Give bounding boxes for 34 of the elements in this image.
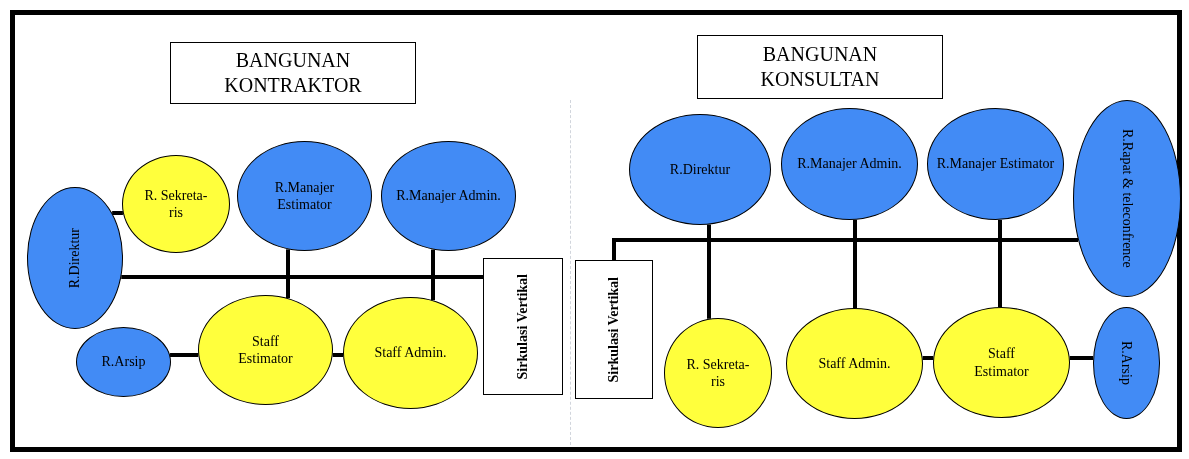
- room-label: R.Rapat & teleconfrence: [1118, 128, 1136, 270]
- room-label: Staff Admin.: [817, 354, 892, 373]
- room-label: Staff Estimator: [973, 345, 1030, 380]
- room-label: R.Arsip: [100, 353, 147, 371]
- room-label: R. Sekreta- ris: [143, 186, 209, 222]
- room-label: BANGUNAN KONSULTAN: [759, 42, 881, 92]
- connector-line: [998, 219, 1002, 307]
- room-label: Sirkulasi Vertikal: [514, 272, 532, 382]
- room-label: Sirkulasi Vertikal: [605, 275, 623, 385]
- connector-line: [121, 275, 483, 279]
- room-label: R.Manajer Admin.: [796, 155, 903, 173]
- room-label: BANGUNAN KONTRAKTOR: [223, 48, 363, 98]
- circulation-box: [575, 260, 653, 399]
- connector-line: [612, 238, 1079, 260]
- title-box: [697, 35, 943, 99]
- circulation-box: [483, 258, 563, 395]
- title-box: [170, 42, 416, 104]
- room-label: R.Manajer Estimator: [935, 155, 1056, 173]
- room-label: R. Sekreta- ris: [685, 355, 751, 391]
- connector-line: [431, 249, 435, 301]
- room-label: R.Arsip: [1118, 340, 1136, 387]
- room-label: R.Direktur: [66, 226, 84, 291]
- room-label: R.Direktur: [668, 160, 732, 179]
- room-label: Staff Admin.: [373, 344, 448, 362]
- connector-line: [922, 356, 934, 360]
- connector-line: [170, 353, 199, 357]
- room-label: R.Manajer Estimator: [273, 178, 336, 214]
- connector-line: [1069, 356, 1094, 360]
- room-label: R.Manajer Admin.: [395, 187, 502, 205]
- connector-line: [286, 249, 290, 299]
- connector-line: [707, 224, 711, 319]
- connector-line: [332, 353, 344, 357]
- connector-line: [853, 219, 857, 308]
- room-label: Staff Estimator: [237, 332, 294, 368]
